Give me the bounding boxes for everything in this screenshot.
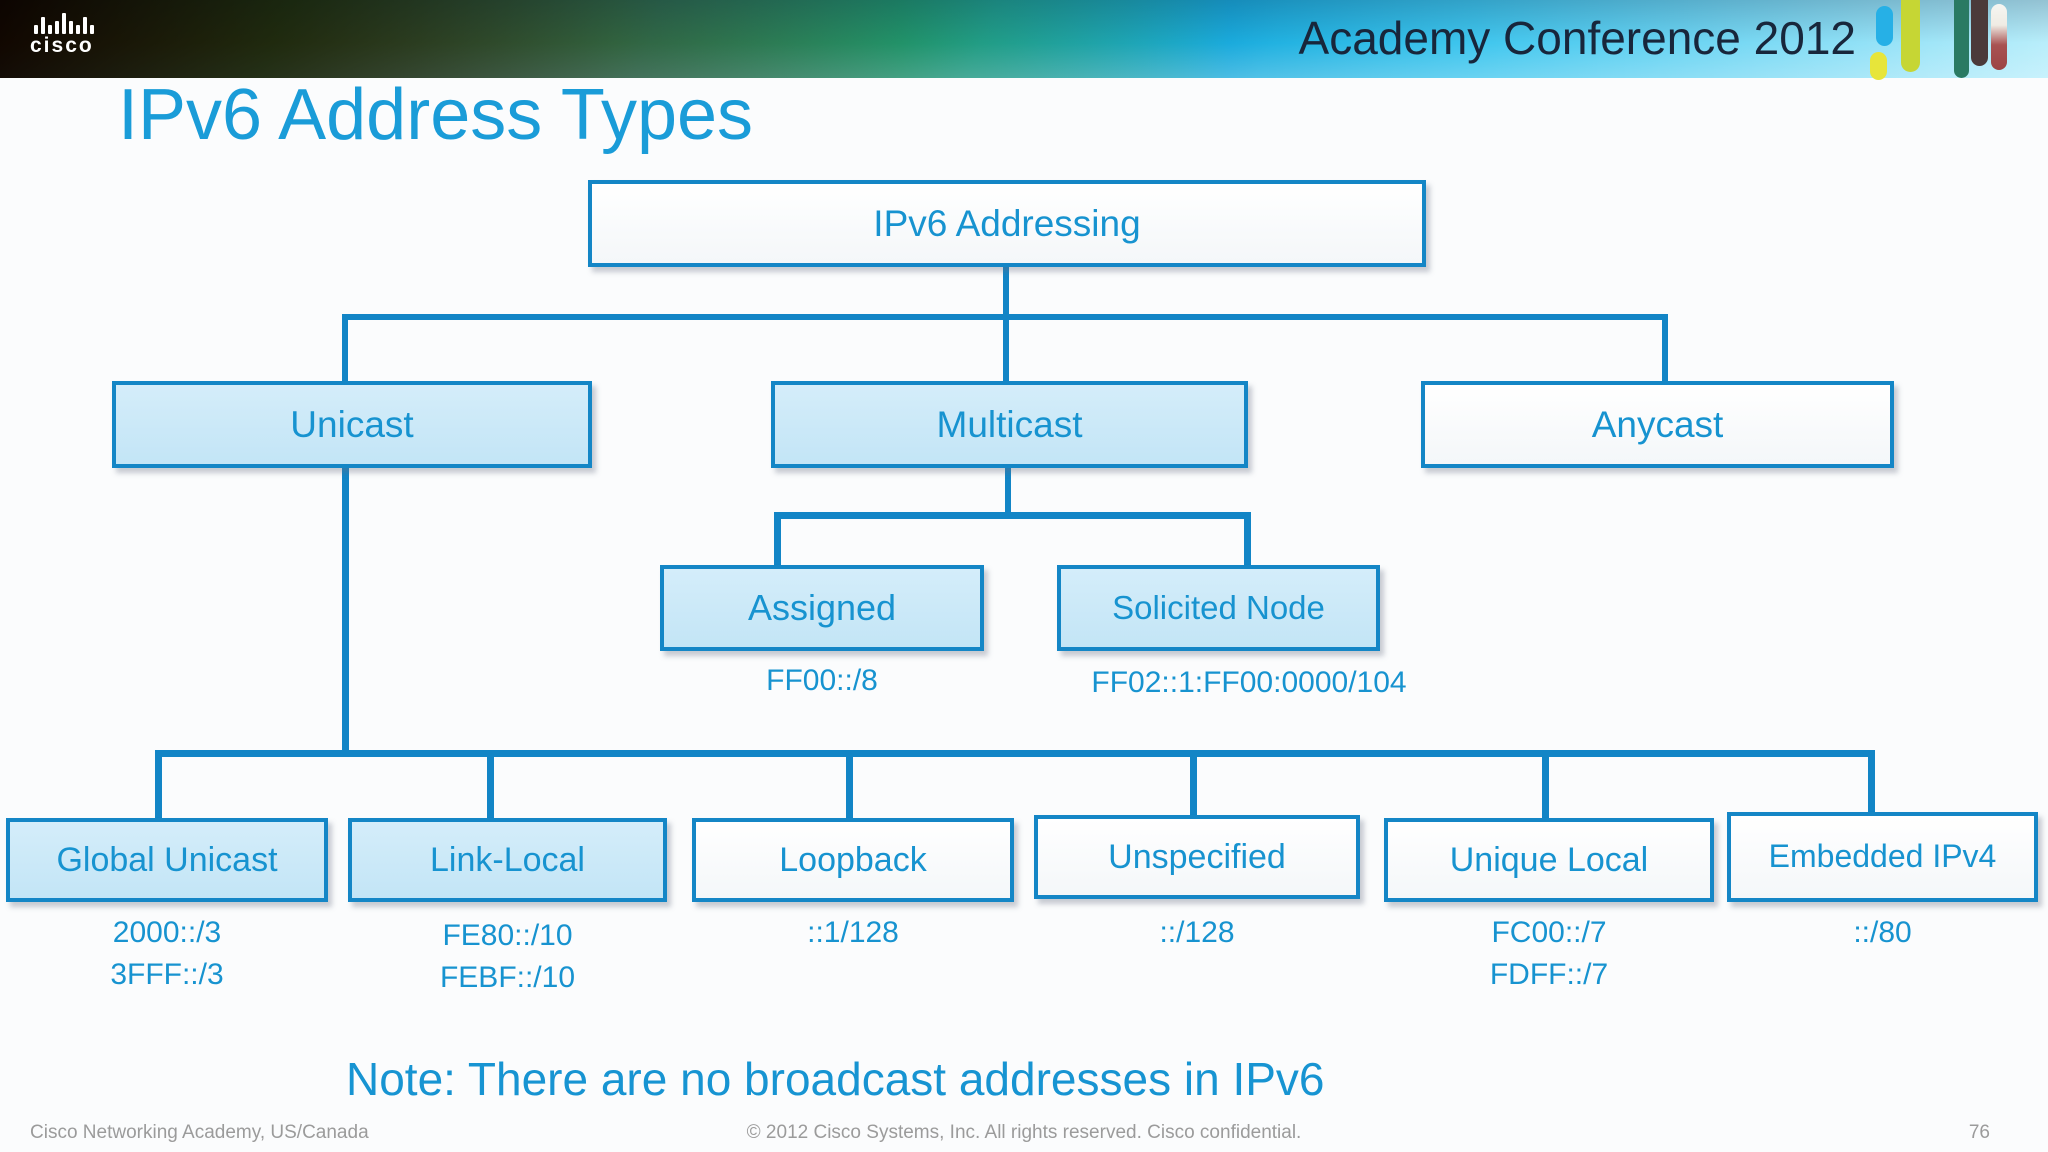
connector-assigned-drop (774, 512, 781, 568)
connector-top-left-drop (342, 314, 348, 383)
address-label-solicited-node: FF02::1:FF00:0000/104 (1091, 666, 1407, 699)
node-link-local: Link-Local (348, 818, 667, 902)
address-label-loopback: ::1/128 (807, 916, 899, 949)
node-unicast: Unicast (112, 381, 592, 468)
node-unique-local: Unique Local (1384, 818, 1714, 902)
node-ipv6-addressing: IPv6 Addressing (588, 180, 1426, 267)
node-global-unicast: Global Unicast (6, 818, 328, 902)
address-label-assigned: FF00::/8 (766, 664, 878, 697)
connector-link-local-drop (487, 750, 494, 822)
note-text: Note: There are no broadcast addresses i… (346, 1053, 1325, 1105)
cisco-logo-icon (34, 12, 150, 34)
header-banner: cisco Academy Conference 2012 (0, 0, 2048, 80)
connector-top-horizontal (342, 314, 1668, 320)
connector-top-right-drop (1662, 314, 1668, 383)
connector-solicited-drop (1244, 512, 1251, 568)
address-label-embedded-ipv4: ::/80 (1853, 916, 1912, 949)
banner-title: Academy Conference 2012 (1298, 12, 1856, 64)
connector-root-vertical (1003, 265, 1009, 383)
footer-org: Cisco Networking Academy, US/Canada (30, 1122, 369, 1143)
address-label-link-local: FE80::/10 FEBF::/10 (439, 919, 576, 994)
cisco-logo-text: cisco (30, 34, 94, 57)
connector-multicast-horizontal (774, 512, 1251, 519)
node-unspecified: Unspecified (1034, 815, 1360, 899)
node-embedded-ipv4: Embedded IPv4 (1727, 812, 2038, 902)
page-title: IPv6 Address Types (118, 75, 754, 155)
footer: © 2012 Cisco Systems, Inc. All rights re… (0, 1118, 2048, 1148)
node-anycast: Anycast (1421, 381, 1894, 468)
address-label-global-unicast: 2000::/3 3FFF::/3 (110, 916, 224, 991)
connector-loopback-drop (846, 750, 853, 822)
connector-multicast-vertical (1005, 466, 1011, 516)
node-solicited-node: Solicited Node (1057, 565, 1380, 651)
connector-unspecified-drop (1190, 750, 1197, 819)
node-multicast: Multicast (771, 381, 1248, 468)
footer-page-number: 76 (1968, 1122, 1990, 1143)
node-assigned: Assigned (660, 565, 984, 651)
connector-bottom-horizontal (155, 750, 1875, 757)
connector-global-unicast-drop (155, 750, 162, 822)
connector-embedded-ipv4-drop (1868, 750, 1875, 816)
footer-copyright: © 2012 Cisco Systems, Inc. All rights re… (746, 1122, 1302, 1143)
connector-unicast-vertical (342, 466, 349, 756)
address-label-unique-local: FC00::/7 FDFF::/7 (1489, 916, 1609, 991)
cisco-logo: cisco (30, 12, 150, 58)
node-loopback: Loopback (692, 818, 1014, 902)
connector-unique-local-drop (1542, 750, 1549, 822)
address-label-unspecified: ::/128 (1159, 916, 1235, 949)
